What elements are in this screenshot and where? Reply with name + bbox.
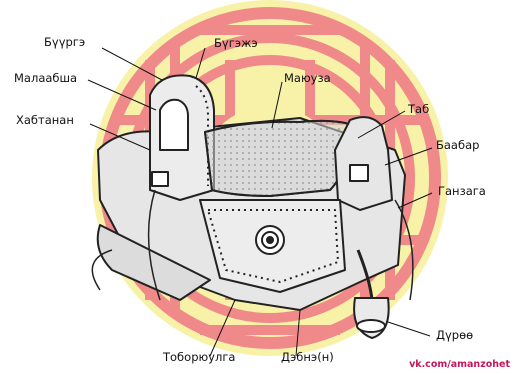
label-ganzaga: Ганзага (438, 186, 486, 198)
cantle (335, 117, 392, 210)
label-debnekh: Дэбнэ(н) (281, 352, 334, 364)
label-toboryuulga: Тоборюулга (163, 352, 235, 364)
source-credit: vk.com/amanzohet (409, 359, 510, 370)
label-malaabsha: Малаабша (14, 73, 77, 85)
label-bugazh: Бүгэжэ (214, 38, 258, 50)
label-khabtanan: Хабтанан (16, 115, 74, 127)
label-buurge: Бүүргэ (44, 37, 85, 49)
label-mayuuza: Маюуза (284, 73, 331, 85)
label-durve: Дүрөө (436, 330, 473, 342)
label-tab: Таб (408, 104, 429, 116)
label-baabar: Баабар (436, 140, 479, 152)
